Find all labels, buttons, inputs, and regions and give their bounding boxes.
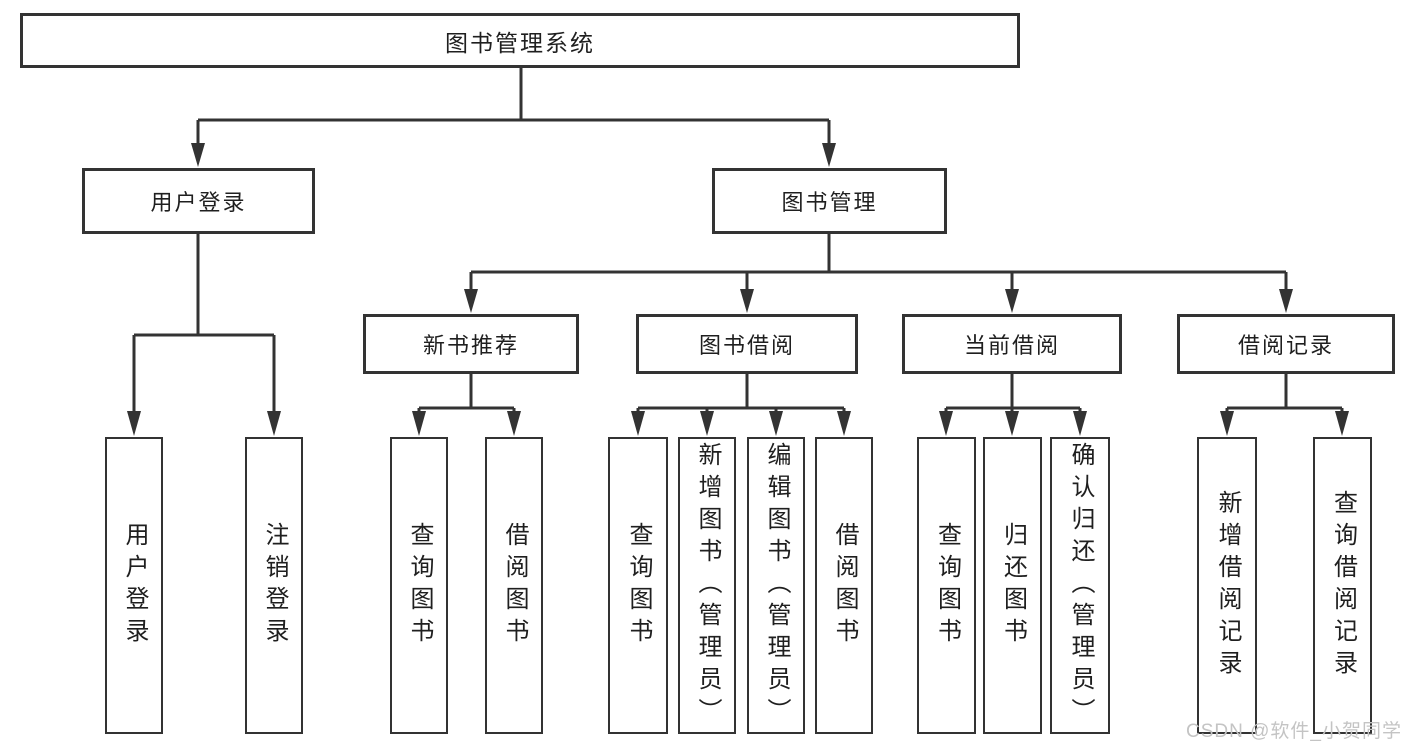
leaf-current-confirm-return-admin: 确认归还（管理员） — [1050, 437, 1110, 734]
node-book-management: 图书管理 — [712, 168, 947, 234]
leaf-current-return-books: 归还图书 — [983, 437, 1042, 734]
leaf-borrowing-edit-books-admin: 编辑图书（管理员） — [747, 437, 805, 734]
leaf-newbooks-borrow-books: 借阅图书 — [485, 437, 543, 734]
node-new-book-recommend: 新书推荐 — [363, 314, 579, 374]
node-book-borrowing: 图书借阅 — [636, 314, 858, 374]
node-borrowing-records: 借阅记录 — [1177, 314, 1395, 374]
csdn-watermark: CSDN @软件_小贺同学 — [1186, 721, 1402, 742]
leaf-logout-login: 注销登录 — [245, 437, 303, 734]
leaf-records-query-record: 查询借阅记录 — [1313, 437, 1372, 734]
leaf-current-query-books: 查询图书 — [917, 437, 976, 734]
leaf-borrowing-add-books-admin: 新增图书（管理员） — [678, 437, 736, 734]
leaf-records-add-record: 新增借阅记录 — [1197, 437, 1257, 734]
arrowheads — [127, 143, 1349, 436]
node-library-management-system: 图书管理系统 — [20, 13, 1020, 68]
leaf-borrowing-borrow-books: 借阅图书 — [815, 437, 873, 734]
node-user-login: 用户登录 — [82, 168, 315, 234]
leaf-borrowing-query-books: 查询图书 — [608, 437, 668, 734]
leaf-user-login: 用户登录 — [105, 437, 163, 734]
leaf-newbooks-query-books: 查询图书 — [390, 437, 448, 734]
node-current-borrowing: 当前借阅 — [902, 314, 1122, 374]
